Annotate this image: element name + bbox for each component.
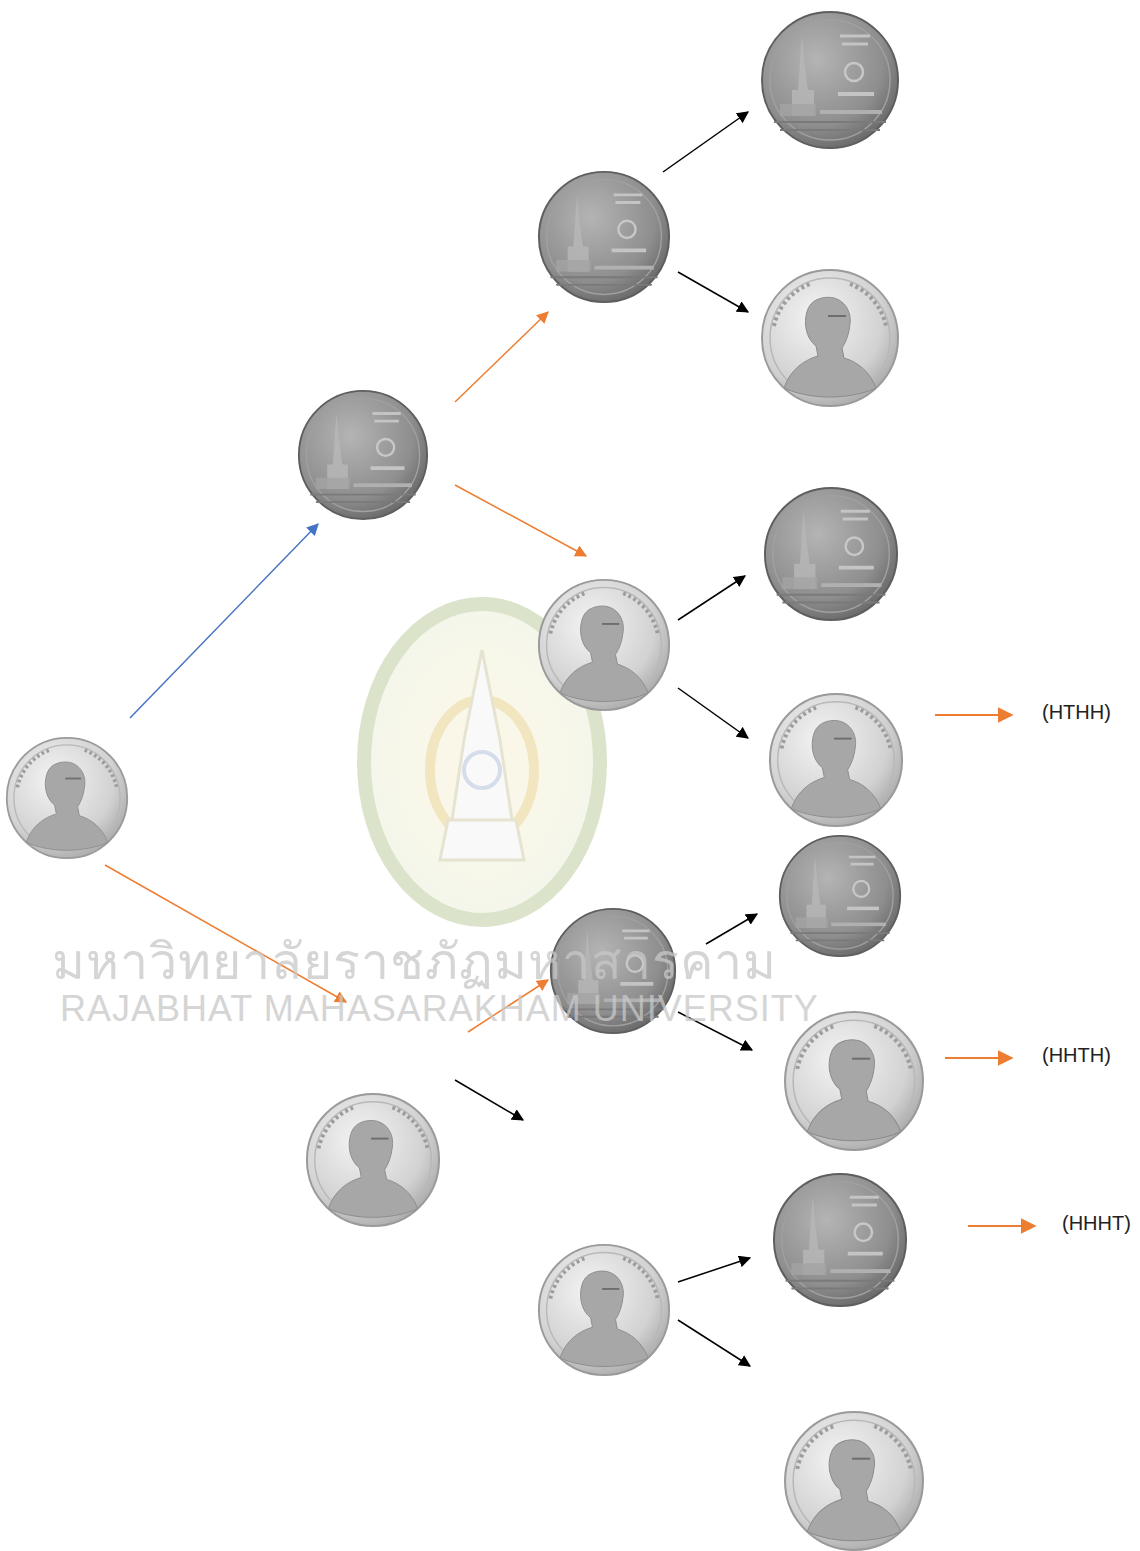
- outcome-label: (HHTH): [1042, 1044, 1111, 1067]
- coin-tail: [765, 488, 897, 620]
- coin-tail: [299, 391, 427, 519]
- coin-tail: [762, 12, 898, 148]
- coin-tail: [774, 1174, 906, 1306]
- outcome-label: (HHHT): [1062, 1212, 1131, 1235]
- outcome-label: (HTHH): [1042, 701, 1111, 724]
- coin-head: [539, 580, 669, 710]
- coin-head: [770, 694, 902, 826]
- coins: [7, 12, 923, 1550]
- coin-tail: [780, 836, 900, 956]
- coin-head: [7, 738, 127, 858]
- coin-head: [539, 1245, 669, 1375]
- coin-head: [785, 1412, 923, 1550]
- coin-head: [785, 1012, 923, 1150]
- coin-tail: [539, 172, 669, 302]
- watermark-text: RAJABHAT MAHASARAKHAM UNIVERSITY: [60, 988, 819, 1030]
- coin-head: [762, 270, 898, 406]
- coin-head: [307, 1094, 439, 1226]
- tree-arrows: [105, 112, 1035, 1366]
